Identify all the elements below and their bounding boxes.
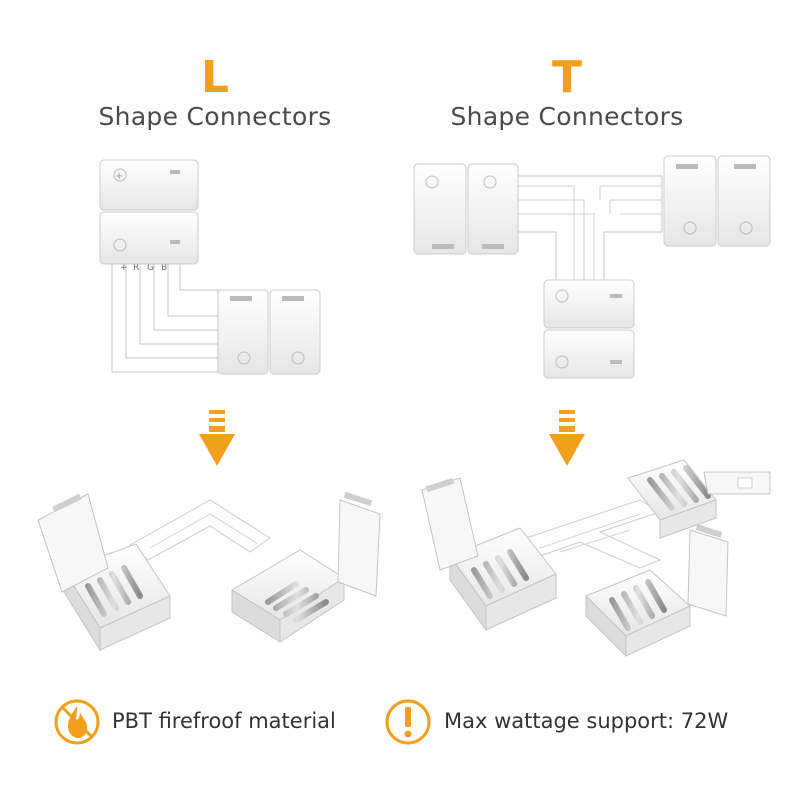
no-fire-icon [54, 699, 100, 745]
exclamation-icon [385, 699, 431, 745]
l-connector-top-view: + R G B + [99, 159, 321, 375]
svg-text:+: + [115, 171, 123, 182]
t-shape-label: Shape Connectors [450, 102, 684, 131]
t-shape-letter: T [551, 52, 582, 103]
down-arrow-icon [199, 410, 235, 466]
svg-text:B: B [161, 263, 167, 273]
l-shape-label: Shape Connectors [98, 102, 332, 131]
t-connector-top-view [413, 155, 771, 379]
l-shape-letter: L [200, 52, 230, 103]
l-connector-3d-view [37, 491, 381, 652]
feature-wattage-text: Max wattage support: 72W [444, 709, 729, 733]
svg-text:+: + [120, 263, 128, 273]
svg-text:G: G [147, 263, 154, 273]
down-arrow-icon [549, 410, 585, 466]
feature-fireproof-text: PBT firefroof material [112, 709, 336, 733]
t-connector-3d-view [421, 459, 771, 658]
svg-text:R: R [133, 263, 139, 273]
